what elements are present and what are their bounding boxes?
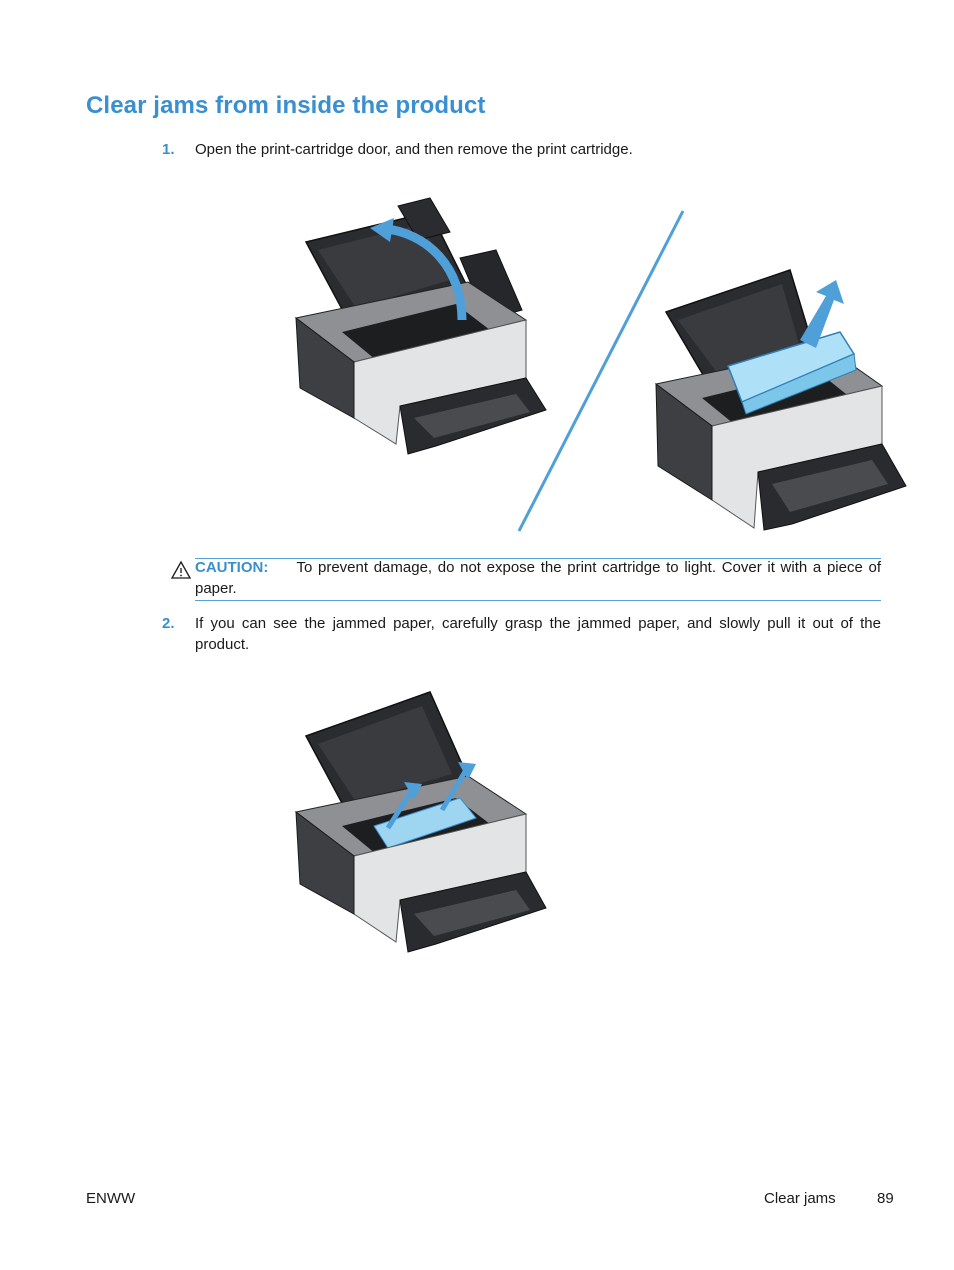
caution-text: To prevent damage, do not expose the pri…: [195, 559, 881, 597]
step-1-number: 1.: [162, 141, 175, 158]
caution-bottom-rule: [195, 600, 881, 601]
caution-label: CAUTION:: [195, 559, 269, 576]
separator-line: [517, 210, 685, 532]
jammed-paper-illustration: [294, 691, 547, 953]
footer-section: Clear jams: [764, 1190, 836, 1207]
remove-cartridge-illustration: [654, 269, 907, 531]
warning-triangle-icon: [170, 560, 192, 579]
footer-left: ENWW: [86, 1190, 136, 1207]
step-2-text: If you can see the jammed paper, careful…: [195, 615, 881, 653]
caution-top-rule: [195, 558, 881, 559]
printer-door-open-illustration: [294, 197, 547, 455]
caution-block: CAUTION: To prevent damage, do not expos…: [195, 557, 881, 599]
step-1-text: Open the print-cartridge door, and then …: [195, 141, 633, 158]
step-2-number: 2.: [162, 615, 175, 632]
page-title: Clear jams from inside the product: [86, 92, 486, 119]
page-number: 89: [877, 1190, 894, 1207]
